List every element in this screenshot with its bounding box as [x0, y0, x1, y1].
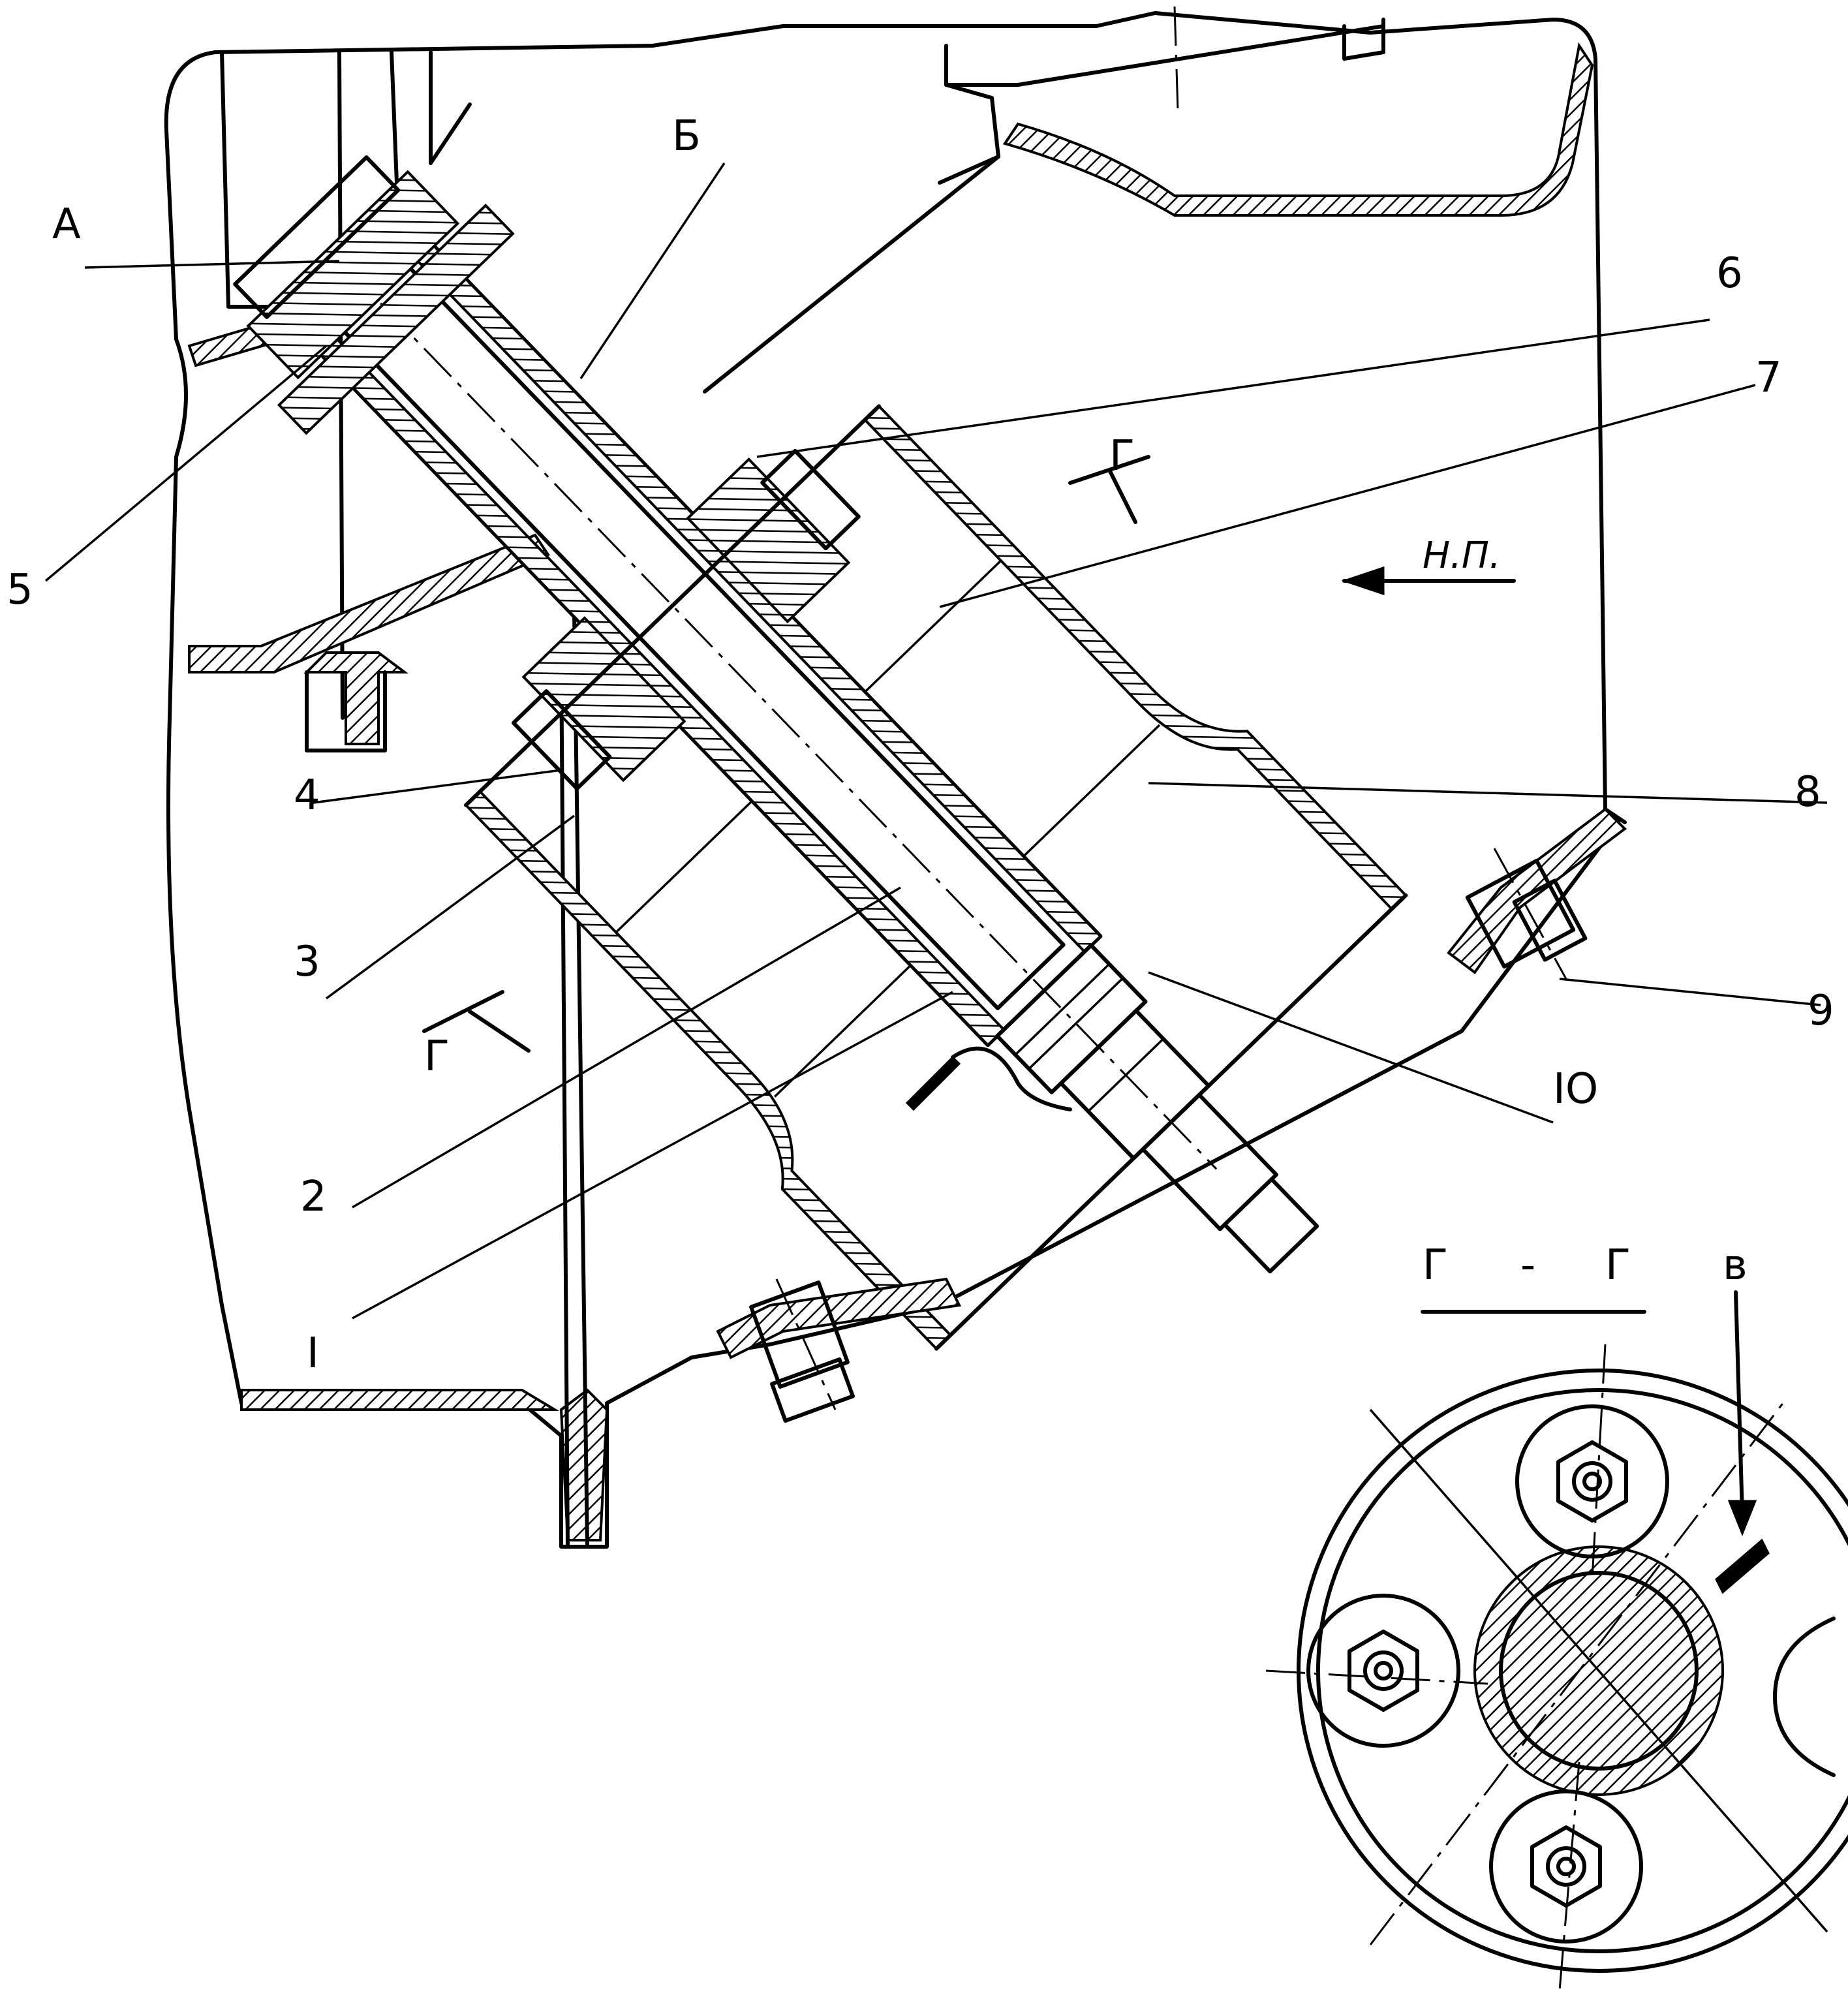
label-section-mark-left: Г	[424, 1032, 450, 1081]
label-3: 3	[294, 938, 320, 986]
section-view	[1265, 1290, 1848, 1991]
section-bolt-bottom	[1489, 1761, 1643, 1991]
label-flow-direction: Н.П.	[1423, 534, 1501, 577]
label-b: Б	[672, 112, 701, 161]
label-5: 5	[7, 566, 33, 614]
label-8: 8	[1794, 768, 1821, 816]
label-4: 4	[294, 771, 320, 820]
label-section-title-dash: -	[1520, 1241, 1535, 1290]
section-bolt-left	[1265, 1594, 1488, 1748]
label-1: I	[307, 1329, 319, 1378]
label-2: 2	[300, 1173, 327, 1221]
label-6: 6	[1716, 249, 1743, 298]
left-webs	[187, 311, 609, 1549]
label-10: IO	[1553, 1065, 1598, 1113]
label-v: в	[1723, 1241, 1748, 1290]
label-section-title-left: Г	[1423, 1241, 1448, 1290]
label-a: А	[52, 200, 81, 249]
right-flange	[716, 807, 1627, 1423]
leader-lines	[44, 163, 1828, 1320]
label-9: 9	[1808, 987, 1834, 1035]
label-section-mark-right: Г	[1109, 432, 1135, 480]
section-bolt-top	[1515, 1344, 1669, 1580]
label-7: 7	[1755, 354, 1782, 402]
label-section-title-right: Г	[1605, 1241, 1631, 1290]
shaft-assembly	[233, 155, 1408, 1351]
